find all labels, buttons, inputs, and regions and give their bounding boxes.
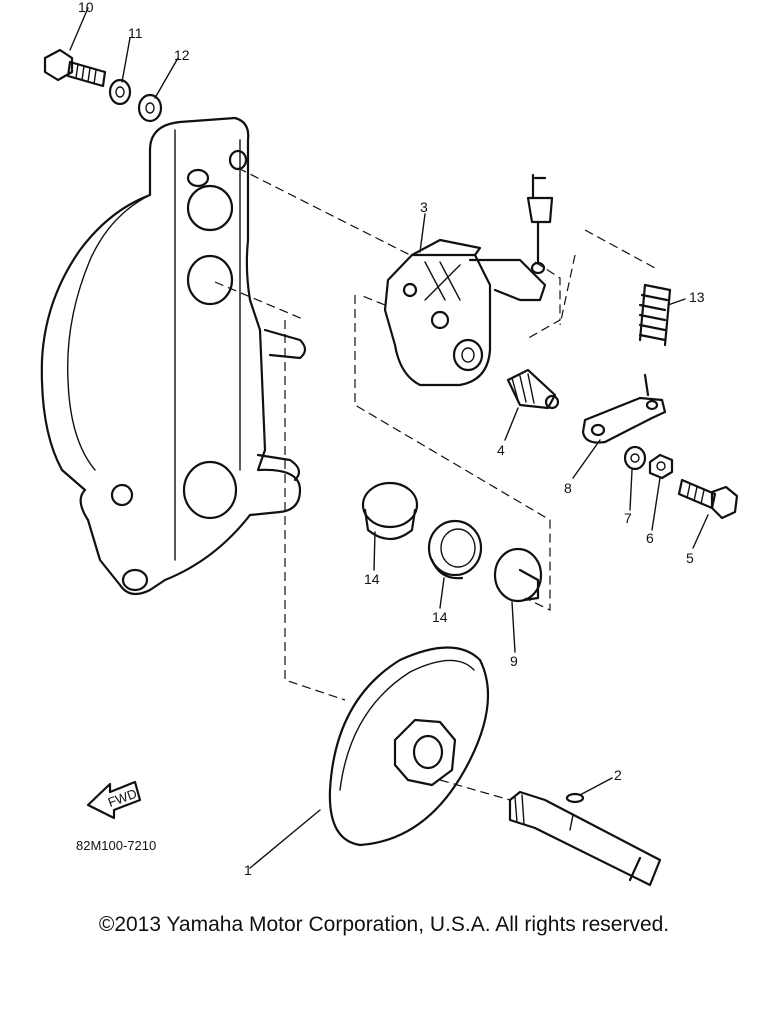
callout-5: 5 [686,550,694,566]
washer-12 [137,93,163,123]
adjuster-4 [506,368,560,410]
callout-8: 8 [564,480,572,496]
shaft [508,790,662,887]
lock-washer-11 [108,78,132,106]
callout-12: 12 [174,47,190,63]
callout-2: 2 [614,767,622,783]
callout-6: 6 [646,530,654,546]
bolt-10 [43,48,107,88]
callout-4: 4 [497,442,505,458]
spring-13 [638,283,672,347]
key-2 [565,792,585,804]
bracket-3 [383,238,547,387]
lever-8 [581,373,667,444]
callout-11: 11 [128,25,143,41]
callout-14-lower: 14 [432,609,448,625]
bolt-5 [677,478,739,520]
housing-cover [40,116,307,596]
callout-10: 10 [78,0,94,15]
sheave-1 [328,646,490,847]
nut-6 [648,453,674,480]
bushing-14-lower [427,519,483,580]
callout-3: 3 [420,199,428,215]
callout-labels: 10 11 12 3 13 4 8 7 6 5 14 14 9 2 1 [78,0,705,878]
callout-1: 1 [244,862,252,878]
part-code: 82M100-7210 [76,838,156,853]
spacer-9 [493,547,543,603]
callout-9: 9 [510,653,518,669]
bushing-14-upper [361,481,419,541]
assembly-guide-lines [214,167,656,801]
cable-end [526,173,554,275]
callout-13: 13 [689,289,705,305]
exploded-parts-diagram: 10 11 12 3 13 4 8 7 6 5 14 14 9 2 1 FWD … [40,0,739,887]
callout-14-upper: 14 [364,571,380,587]
callout-7: 7 [624,510,632,526]
leader-lines [69,7,709,869]
copyright-notice: ©2013 Yamaha Motor Corporation, U.S.A. A… [98,913,670,936]
fwd-arrow-icon: FWD [86,780,142,820]
washer-7 [623,445,647,471]
